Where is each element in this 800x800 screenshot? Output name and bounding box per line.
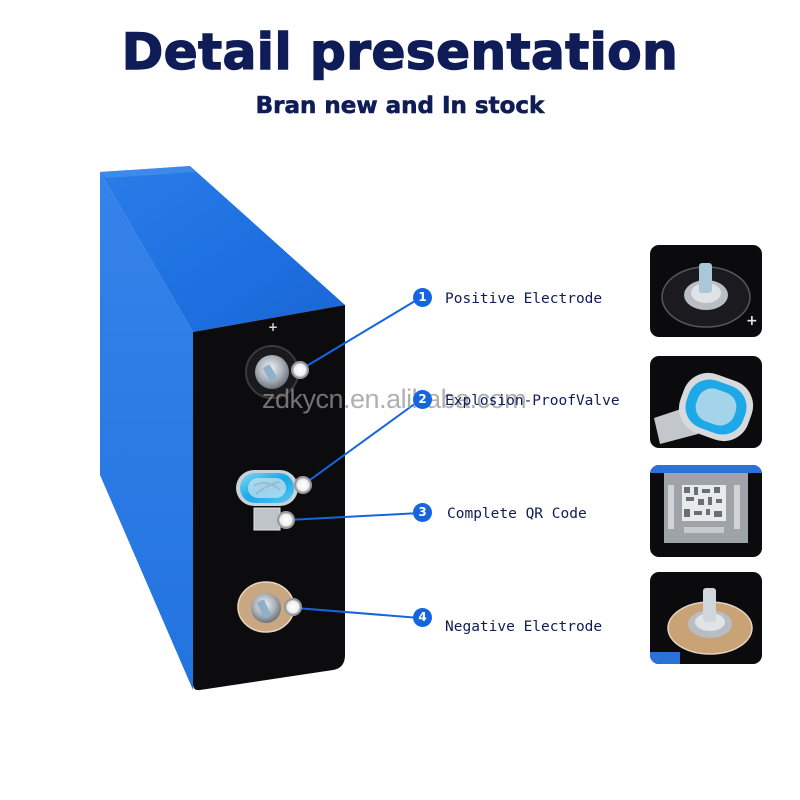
thumbnail-negative-electrode <box>650 572 762 664</box>
callout-badge-1: 1 <box>413 288 432 307</box>
callout-badge-2: 2 <box>413 390 432 409</box>
callout-label-negative-electrode: Negative Electrode <box>445 619 603 635</box>
thumbnail-explosion-proof-valve <box>650 356 762 448</box>
thumbnail-qr-code <box>650 465 762 557</box>
plus-mark-icon: + <box>746 313 758 329</box>
watermark: zdkycn.en.alibaba.com <box>262 384 527 414</box>
callout-dots <box>277 361 312 616</box>
page-title: Detail presentation <box>121 22 679 82</box>
page-subtitle: Bran new and In stock <box>255 93 545 120</box>
thumbnail-positive-electrode: + <box>650 245 762 337</box>
battery-side-face <box>100 172 193 690</box>
leader-lines <box>287 297 421 619</box>
battery-top-face <box>100 166 345 332</box>
negative-terminal <box>237 581 295 633</box>
qr-code-tab <box>253 507 281 531</box>
explosion-proof-valve <box>236 470 298 506</box>
plus-mark-icon: + <box>268 320 278 334</box>
callout-badge-4: 4 <box>413 608 432 627</box>
callout-label-positive-electrode: Positive Electrode <box>445 291 603 307</box>
callout-label-qr-code: Complete QR Code <box>447 506 587 522</box>
callout-label-explosion-proof-valve: Explosion-ProofValve <box>445 393 620 409</box>
callout-badge-3: 3 <box>413 503 432 522</box>
